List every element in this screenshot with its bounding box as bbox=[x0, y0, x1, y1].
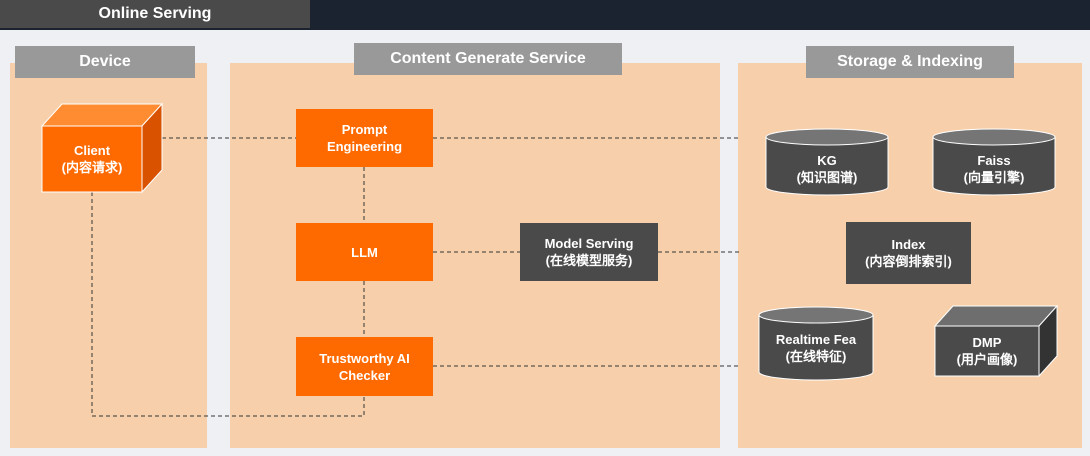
index-sublabel: (内容倒排索引) bbox=[865, 254, 952, 269]
client-node[interactable]: Client (内容请求) bbox=[42, 126, 142, 192]
content-section-label: Content Generate Service bbox=[354, 43, 622, 75]
connector-lines bbox=[91, 137, 740, 417]
kg-cylinder bbox=[765, 128, 889, 196]
connector-client-checker bbox=[91, 192, 365, 417]
faiss-node[interactable]: Faiss (向量引擎) bbox=[933, 145, 1055, 193]
kg-label: KG bbox=[817, 153, 837, 168]
realtime-node[interactable]: Realtime Fea (在线特征) bbox=[759, 323, 873, 373]
checker-label: Trustworthy AI bbox=[319, 350, 410, 366]
model-serving-label: Model Serving bbox=[544, 236, 634, 251]
kg-sublabel: (知识图谱) bbox=[796, 170, 858, 185]
client-cube bbox=[40, 102, 164, 194]
realtime-cylinder bbox=[758, 306, 874, 381]
prompt-engineering-node[interactable]: Prompt Engineering bbox=[296, 109, 433, 167]
faiss-label: Faiss bbox=[977, 153, 1011, 168]
prompt-label: Prompt bbox=[341, 122, 388, 137]
model-serving-node[interactable]: Model Serving (在线模型服务) bbox=[520, 223, 658, 281]
tab-online-serving[interactable]: Online Serving bbox=[0, 0, 310, 28]
dmp-label: DMP bbox=[972, 335, 1002, 350]
faiss-cylinder bbox=[932, 128, 1056, 196]
llm-node[interactable]: LLM bbox=[296, 223, 433, 281]
checker-sublabel: Checker bbox=[338, 367, 391, 383]
index-label: Index bbox=[891, 237, 926, 252]
dmp-cube bbox=[933, 304, 1059, 378]
device-section-label: Device bbox=[15, 46, 195, 78]
realtime-sublabel: (在线特征) bbox=[785, 349, 847, 364]
client-sublabel: (内容请求) bbox=[61, 160, 123, 175]
trustworthy-checker-node[interactable]: Trustworthy AI Checker bbox=[296, 337, 433, 396]
storage-section-label: Storage & Indexing bbox=[806, 46, 1014, 78]
prompt-sublabel: Engineering bbox=[326, 139, 403, 154]
dmp-node[interactable]: DMP (用户画像) bbox=[935, 326, 1039, 376]
faiss-sublabel: (向量引擎) bbox=[963, 170, 1025, 185]
kg-node[interactable]: KG (知识图谱) bbox=[766, 145, 888, 193]
llm-label: LLM bbox=[351, 244, 378, 260]
model-serving-sublabel: (在线模型服务) bbox=[545, 253, 633, 268]
index-node[interactable]: Index (内容倒排索引) bbox=[846, 222, 971, 284]
client-label: Client bbox=[73, 143, 111, 158]
realtime-label: Realtime Fea bbox=[775, 332, 857, 347]
dmp-sublabel: (用户画像) bbox=[956, 352, 1018, 367]
